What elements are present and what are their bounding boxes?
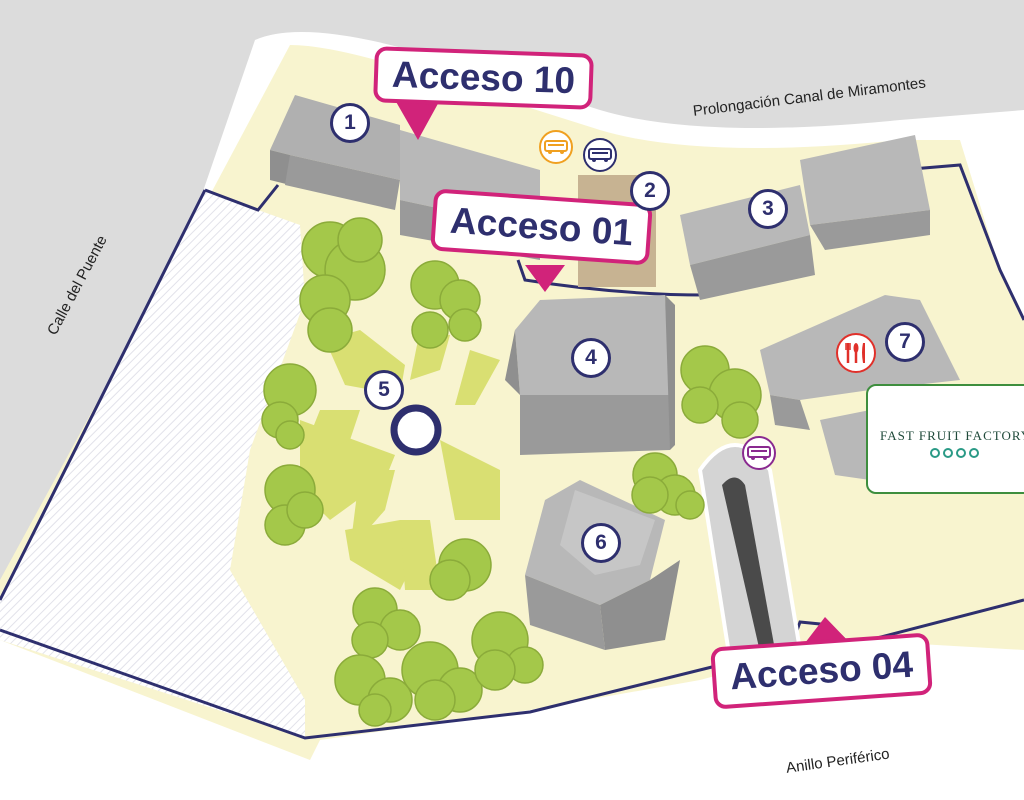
bus-icon[interactable]: [742, 436, 776, 470]
fruit-icon: [956, 448, 966, 458]
building-6-marker[interactable]: 6: [581, 523, 621, 563]
bus-icon-glyph: [747, 446, 771, 460]
cutlery-icon-glyph: [845, 343, 865, 363]
shop-name: FAST FRUIT FACTORY: [880, 428, 1024, 443]
building-7-marker[interactable]: 7: [885, 322, 925, 362]
bus-lane: [722, 477, 775, 652]
campus-boundary-west: [204, 184, 280, 212]
fruit-icon: [943, 448, 953, 458]
acceso-10-label[interactable]: Acceso 10: [373, 46, 594, 110]
bus-icon[interactable]: [539, 130, 573, 164]
acceso-01-pin: [525, 265, 565, 292]
bus-icon-glyph: [588, 148, 612, 162]
building-2-marker[interactable]: 2: [630, 171, 670, 211]
acceso-04-pin: [805, 617, 850, 643]
cutlery-icon[interactable]: [836, 333, 876, 373]
bus-icon[interactable]: [583, 138, 617, 172]
fruit-icon: [969, 448, 979, 458]
campus-boundary-south: [0, 628, 721, 740]
building-3-marker[interactable]: 3: [748, 189, 788, 229]
building-4-marker[interactable]: 4: [571, 338, 611, 378]
shop-fast-fruit-factory[interactable]: FAST FRUIT FACTORY: [866, 384, 1024, 494]
bus-icon-glyph: [544, 140, 568, 154]
trees: [261, 217, 762, 727]
acceso-10-pin: [395, 100, 440, 140]
west-lot: [0, 190, 305, 738]
building-5-marker[interactable]: 5: [364, 370, 404, 410]
campus-boundary-west2: [0, 189, 207, 601]
shop-logo: [930, 448, 979, 458]
building-1-marker[interactable]: 1: [330, 103, 370, 143]
monument-ring: [390, 404, 442, 456]
campus-boundary-east: [899, 163, 1024, 321]
fruit-icon: [930, 448, 940, 458]
